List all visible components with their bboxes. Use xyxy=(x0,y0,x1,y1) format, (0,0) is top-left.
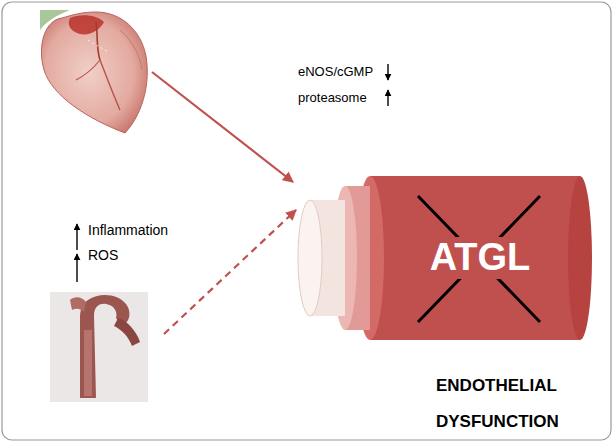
effect-label: proteasome xyxy=(298,90,382,106)
aorta-picture xyxy=(50,292,148,402)
effect-label: eNOS/cGMP xyxy=(298,64,382,80)
outcome-label: ENDOTHELIAL DYSFUNCTION xyxy=(436,368,601,440)
vessel-node: ATGL xyxy=(400,176,560,340)
effect-label: Inflammation xyxy=(88,222,228,239)
heart-picture xyxy=(40,10,147,133)
effect-arrows xyxy=(152,72,296,334)
vessel-cylinder xyxy=(298,176,592,340)
node-label: ATGL xyxy=(424,237,537,279)
effect-label: ROS xyxy=(88,247,148,264)
change-arrows xyxy=(77,64,388,282)
